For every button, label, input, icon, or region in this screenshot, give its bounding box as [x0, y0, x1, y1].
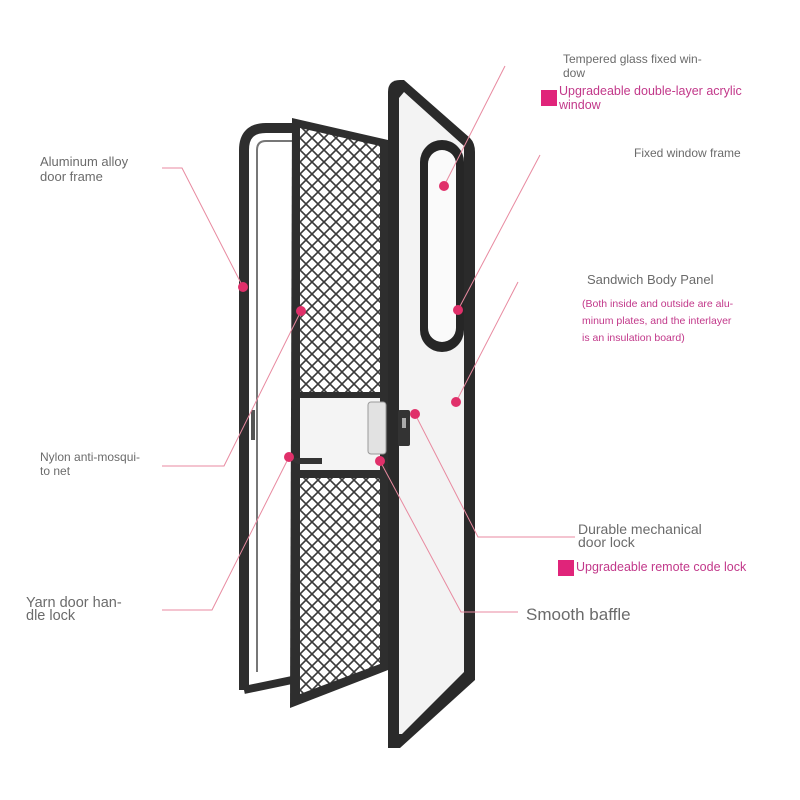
sandwich-panel-note: (Both inside and outside are alu- minum … [582, 296, 733, 347]
nylon-net-label-line1: Nylon anti-mosqui- [40, 450, 141, 464]
tempered-glass-window [428, 150, 456, 342]
yarn-handle-label: Yarn door han- dle lock [26, 595, 122, 624]
mechanical-lock-label-line2: door lock [578, 534, 635, 550]
callout-dots [238, 181, 463, 466]
screen-door [286, 118, 388, 708]
sandwich-panel-label: Sandwich Body Panel [587, 272, 714, 287]
nylon-mesh-upper [300, 128, 380, 392]
acrylic-upgrade-swatch [541, 90, 557, 106]
mechanical-lock-label: Durable mechanical door lock [578, 521, 702, 550]
aluminum-door-frame [239, 123, 293, 694]
sandwich-note-line2: minum plates, and the interlayer [582, 315, 732, 327]
remote-lock-upgrade-swatch [558, 560, 574, 576]
sandwich-note-line3: is an insulation board) [582, 332, 685, 344]
tempered-glass-label-line1: Tempered glass fixed win- [563, 52, 702, 66]
leader-lines [162, 65, 575, 613]
acrylic-upgrade-label-line1: Upgradeable double-layer acrylic [559, 84, 742, 98]
acrylic-upgrade-label-line2: window [559, 98, 601, 113]
remote-lock-upgrade-label: Upgradeable remote code lock [576, 560, 747, 574]
yarn-handle-label-line1: Yarn door han- [26, 595, 122, 611]
nylon-mesh-lower [300, 478, 380, 694]
sandwich-note-line1: (Both inside and outside are alu- [582, 298, 734, 310]
baffle-panel [300, 398, 380, 470]
yarn-door-handle [286, 458, 322, 464]
aluminum-frame-label-line2: door frame [40, 168, 103, 184]
tempered-glass-label: Tempered glass fixed win- dow [563, 52, 702, 81]
nylon-net-label: Nylon anti-mosqui- to net [40, 450, 141, 479]
aluminum-frame-label-line1: Aluminum alloy [40, 154, 129, 169]
main-door [388, 80, 475, 748]
acrylic-upgrade-label: Upgradeable double-layer acrylic window [559, 84, 742, 113]
fixed-window-frame-label: Fixed window frame [634, 146, 741, 160]
yarn-handle-label-line2: dle lock [26, 608, 76, 624]
aluminum-frame-label: Aluminum alloy door frame [40, 154, 129, 185]
mechanical-lock-label-line1: Durable mechanical [578, 521, 702, 537]
nylon-net-label-line2: to net [40, 463, 71, 478]
tempered-glass-label-line2: dow [563, 65, 586, 80]
smooth-baffle-label: Smooth baffle [526, 605, 631, 624]
